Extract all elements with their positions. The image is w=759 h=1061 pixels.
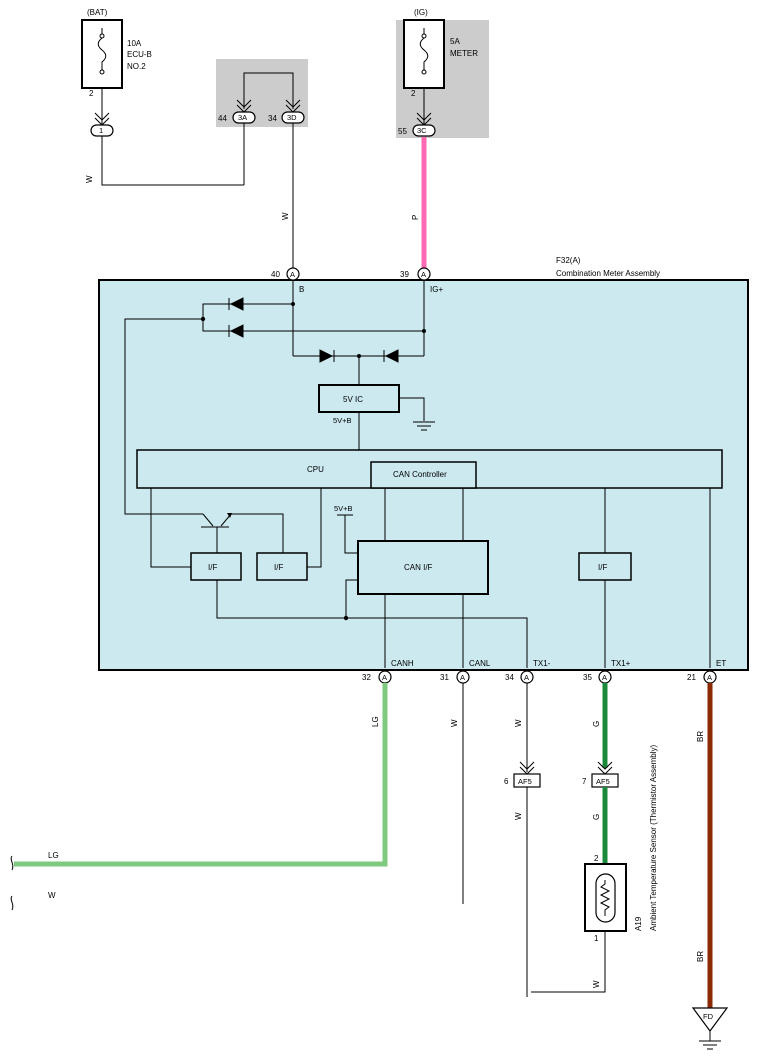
diode-1 (228, 297, 244, 311)
bat-fuse-rating: 10A (127, 39, 142, 48)
pin-32-num: 32 (362, 673, 371, 682)
thermistor-icon (595, 873, 616, 923)
w-horizontal-label: W (48, 891, 56, 900)
pin-tx1plus-label: TX1+ (611, 659, 631, 668)
br-top-label: BR (696, 731, 705, 742)
ig-fuse-rating: 5A (450, 37, 460, 46)
pin-39-label: IG+ (430, 285, 443, 294)
can-controller-box (370, 461, 477, 489)
pin-21-num: 21 (687, 673, 696, 682)
bat-supply-label: (BAT) (87, 8, 108, 17)
lg-wire-break (10, 855, 14, 871)
if-label-3: I/F (598, 563, 607, 572)
pin-39-num: 39 (400, 270, 409, 279)
if-label-2: I/F (274, 563, 283, 572)
sensor-pin-top: 2 (594, 854, 599, 863)
ic-5v-label: 5V IC (343, 395, 363, 404)
br-bottom-label: BR (696, 951, 705, 962)
sensor-id: A19 (634, 916, 643, 931)
meter-id: F32(A) (556, 256, 581, 265)
cpu-label: CPU (307, 465, 324, 474)
junction-3d-pin: 34 (268, 114, 277, 123)
bat-fuse-name-1: ECU-B (127, 50, 152, 59)
ig-fuse-terminal-top (421, 33, 427, 39)
bat-fuse-terminal-bottom (99, 69, 105, 75)
pin-canh-label: CANH (391, 659, 414, 668)
lg-horizontal-label: LG (48, 851, 59, 860)
pin-31-conn: A (460, 673, 465, 682)
meter-name: Combination Meter Assembly (556, 269, 660, 278)
bat-wire-color-w: W (85, 175, 94, 183)
ig-fuse-terminal-bottom (421, 69, 427, 75)
v5b-mid-label: 5V+B (334, 504, 353, 513)
pin-31-num: 31 (440, 673, 449, 682)
pin-35-num: 35 (583, 673, 592, 682)
junction-3a-pin: 44 (218, 114, 227, 123)
junction-3a-id: 3A (238, 113, 247, 122)
bat-fuse-terminal-top (99, 33, 105, 39)
pin-34-conn: A (524, 673, 529, 682)
w-to-meter-label: W (281, 212, 290, 220)
pin-et-label: ET (716, 659, 726, 668)
pin-40-num: 40 (271, 270, 280, 279)
af5-left-name: AF5 (518, 777, 532, 786)
g-bottom-label: G (592, 814, 601, 820)
ig-fuse-name: METER (450, 49, 478, 58)
can-controller-label: CAN Controller (393, 470, 447, 479)
ground-symbol-bottom (699, 1040, 721, 1050)
w-canl-label: W (450, 719, 459, 727)
ig-supply-label: (IG) (414, 8, 428, 17)
bat-fuse-name-2: NO.2 (127, 62, 146, 71)
if-box-1 (190, 552, 242, 581)
ground-fd-triangle (691, 1007, 729, 1033)
ig-connector-pin: 55 (398, 127, 407, 136)
canh-lg-wire (14, 683, 388, 867)
af5-right-name: AF5 (596, 777, 610, 786)
ground-fd-label: FD (703, 1012, 714, 1021)
diode-3 (319, 349, 335, 363)
diode-2 (228, 324, 244, 338)
af5-right-pin: 7 (582, 777, 587, 786)
pin-39-conn: A (421, 270, 426, 279)
w-wire-break (10, 895, 14, 911)
ground-symbol-internal (413, 421, 435, 431)
sensor-return-wire (531, 931, 606, 993)
transistor-arrow (227, 513, 232, 518)
pin-canl-label: CANL (469, 659, 491, 668)
pin-21-conn: A (707, 673, 712, 682)
bat-connector-id: 1 (99, 126, 103, 135)
thermistor-resistor-icon (599, 880, 611, 916)
sensor-name: Ambient Temperature Sensor (Thermistor A… (649, 745, 658, 931)
g-top-label: G (592, 721, 601, 727)
w-sensor-return-label: W (592, 980, 601, 988)
junction-3d-id: 3D (287, 113, 297, 122)
diode-4 (383, 349, 399, 363)
bat-fuse-symbol (97, 28, 107, 72)
ig-connector (412, 124, 436, 137)
pin-40-conn: A (290, 270, 295, 279)
w-tx-minus-top-label: W (514, 719, 523, 727)
ig-fuse-pin: 2 (411, 89, 416, 98)
sensor-pin-bottom: 1 (594, 934, 599, 943)
ig-fuse-symbol (419, 28, 429, 72)
pin-tx1minus-label: TX1- (533, 659, 551, 668)
v5b-top-label: 5V+B (333, 416, 352, 425)
can-if-label: CAN I/F (404, 563, 433, 572)
p-wire-label: P (411, 215, 420, 220)
if-label-1: I/F (208, 563, 217, 572)
can-if-box (357, 540, 489, 595)
af5-left-pin: 6 (504, 777, 509, 786)
w-tx-minus-bottom-label: W (514, 812, 523, 820)
pin-32-conn: A (382, 673, 387, 682)
pin-40-label: B (299, 285, 304, 294)
pin-35-conn: A (602, 673, 607, 682)
ig-connector-id: 3C (417, 126, 427, 135)
lg-vertical-label: LG (371, 716, 380, 727)
bat-fuse-pin: 2 (89, 89, 94, 98)
if-box-2 (256, 552, 308, 581)
pin-34-num: 34 (505, 673, 514, 682)
